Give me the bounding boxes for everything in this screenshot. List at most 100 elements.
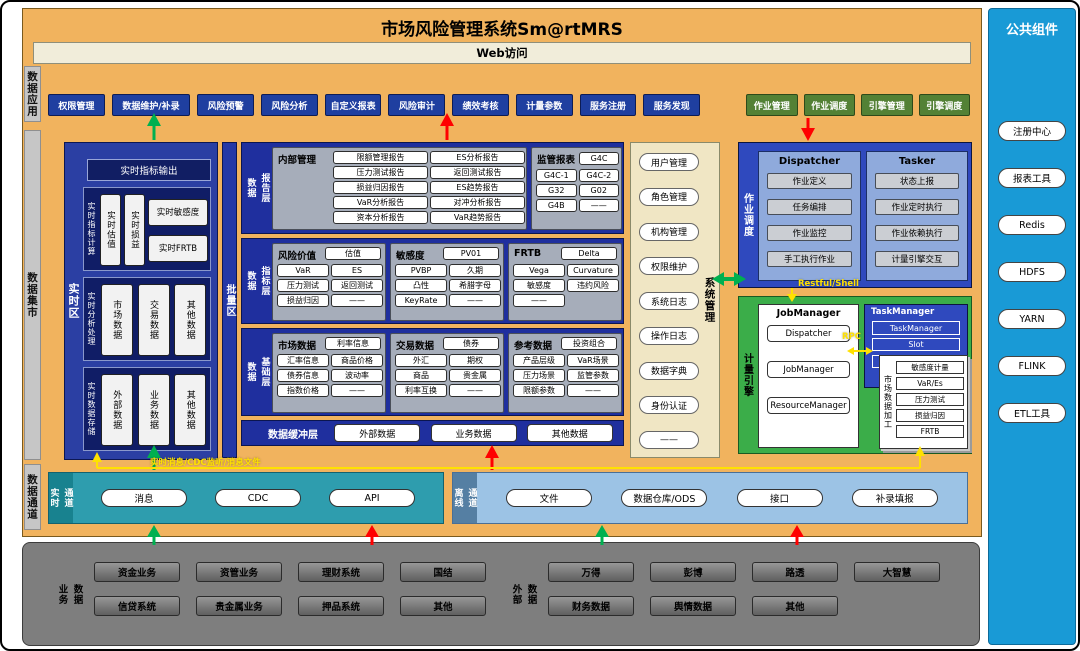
job-scheduler-label: 作业调度 [741, 193, 753, 237]
report-node: G4C [579, 152, 619, 165]
report-node: 资本分析报告 [333, 211, 428, 224]
realtime-storage-section: 实时数据存储 外部数据业务数据其他数据 [83, 367, 211, 451]
indicator-node: 压力测试 [277, 279, 329, 292]
realtime-calc-label: 实时指标计算 [87, 202, 96, 256]
indicator-node: 敏感度 [513, 279, 565, 292]
app-job-node: 作业管理 [746, 94, 798, 116]
source-node: 其他 [752, 596, 838, 616]
app-job-node: 引擎调度 [918, 94, 970, 116]
jobmanager-title: JobManager [776, 308, 841, 319]
realtime-data-node: 其他数据 [174, 284, 207, 356]
market-data-group: 市场数据 利率信息 汇率信息商品价格债券信息波动率指数价格—— [272, 333, 386, 413]
app-function-node: 计量参数 [515, 94, 573, 116]
group-title: 风险价值 [278, 251, 317, 262]
report-node: ES趋势报告 [430, 181, 525, 194]
component-node: ETL工具 [998, 403, 1066, 423]
business-sources-row1: 资金业务资管业务理财系统国结 [94, 562, 486, 582]
source-node: 信贷系统 [94, 596, 180, 616]
channel-node: 接口 [736, 489, 823, 507]
base-node: 商品 [395, 369, 447, 382]
channel-node: 补录填报 [851, 489, 938, 507]
app-job-node: 引擎管理 [861, 94, 913, 116]
source-node: 其他 [400, 596, 486, 616]
system-mgmt-node: —— [639, 431, 699, 449]
realtime-metric-node: 实时FRTB [148, 234, 208, 262]
source-node: 路透 [752, 562, 838, 582]
engine-output-node: FRTB [896, 425, 964, 438]
base-node: VaR场景 [567, 354, 619, 367]
app-job-buttons: 作业管理作业调度引擎管理引擎调度 [746, 94, 970, 116]
indicator-node: —— [513, 294, 565, 307]
indicator-node: PV01 [443, 247, 499, 260]
business-data-label: 业务数据 [56, 583, 83, 605]
tasker-node: 计量引擎交互 [875, 251, 959, 267]
indicator-node: ES [331, 264, 383, 277]
jobmanager-node: ResourceManager [767, 397, 850, 414]
base-node: 压力场景 [513, 369, 565, 382]
buffer-nodes: 外部数据业务数据其他数据 [324, 424, 623, 442]
system-mgmt-nodes: 用户管理角色管理机构管理权限维护系统日志操作日志数据字典身份认证—— [639, 153, 699, 449]
realtime-calc-horizontal-nodes: 实时敏感度实时FRTB [148, 194, 208, 266]
group-title: 监管报表 [537, 155, 576, 166]
strip-data-channel: 数据通道 [24, 464, 41, 530]
component-node: 报表工具 [998, 168, 1066, 188]
realtime-data-node: 其他数据 [174, 374, 207, 446]
source-node: 理财系统 [298, 562, 384, 582]
buffer-node: 业务数据 [430, 424, 517, 442]
indicator-node: 凸性 [395, 279, 447, 292]
trade-data-group: 交易数据 债券 外汇期权商品贵金属利率互换—— [390, 333, 504, 413]
dispatcher-node: 作业定义 [767, 173, 852, 189]
indicator-node: —— [449, 294, 501, 307]
source-node: 财务数据 [548, 596, 634, 616]
indicator-node: KeyRate [395, 294, 447, 307]
engine-output-node: VaR/Es [896, 377, 964, 390]
business-sources-row2: 信贷系统贵金属业务押品系统其他 [94, 596, 486, 616]
source-node: 资金业务 [94, 562, 180, 582]
channel-node: 数据仓库/ODS [621, 489, 708, 507]
app-function-node: 风险预警 [197, 94, 255, 116]
engine-output-node: 敏感度计量 [896, 361, 964, 374]
indicator-node: Curvature [567, 264, 619, 277]
realtime-metric-node: 实时损益 [124, 194, 145, 266]
realtime-metric-node: 实时估值 [100, 194, 121, 266]
base-node: —— [331, 384, 383, 397]
report-node: 返回测试报告 [430, 166, 525, 179]
realtime-calc-section: 实时指标计算 实时估值实时损益 实时敏感度实时FRTB [83, 187, 211, 271]
report-node: G32 [536, 184, 577, 197]
data-source-band [22, 542, 980, 646]
report-node: G4C-2 [578, 169, 619, 182]
app-function-node: 风险分析 [261, 94, 318, 116]
system-mgmt-node: 机构管理 [639, 222, 699, 241]
base-node: 波动率 [331, 369, 383, 382]
rpc-label: RPC [842, 332, 862, 342]
realtime-zone-label: 实时区 [67, 283, 80, 319]
tasker-node: 作业定时执行 [875, 199, 959, 215]
group-title: 参考数据 [514, 341, 553, 352]
system-mgmt-node: 操作日志 [639, 326, 699, 345]
indicator-node: 返回测试 [331, 279, 383, 292]
base-node: 产品层级 [513, 354, 565, 367]
taskmanager-header: TaskManager [872, 321, 960, 335]
app-function-node: 自定义报表 [324, 94, 382, 116]
report-node: VaR分析报告 [333, 196, 428, 209]
indicator-node: —— [331, 294, 383, 307]
buffer-node: 其他数据 [526, 424, 613, 442]
tasker-node: 状态上报 [875, 173, 959, 189]
engine-output-node: 压力测试 [896, 393, 964, 406]
base-layer-panel: 数据基础层 市场数据 利率信息 汇率信息商品价格债券信息波动率指数价格—— 交易… [241, 328, 624, 416]
base-node: 商品价格 [331, 354, 383, 367]
strip-data-apps: 数据应用 [24, 66, 41, 122]
source-node: 彭博 [650, 562, 736, 582]
system-mgmt-node: 数据字典 [639, 361, 699, 380]
dispatcher-node: 任务编排 [767, 199, 852, 215]
realtime-data-node: 业务数据 [137, 374, 170, 446]
component-node: YARN [998, 309, 1066, 329]
component-node: Redis [998, 215, 1066, 235]
